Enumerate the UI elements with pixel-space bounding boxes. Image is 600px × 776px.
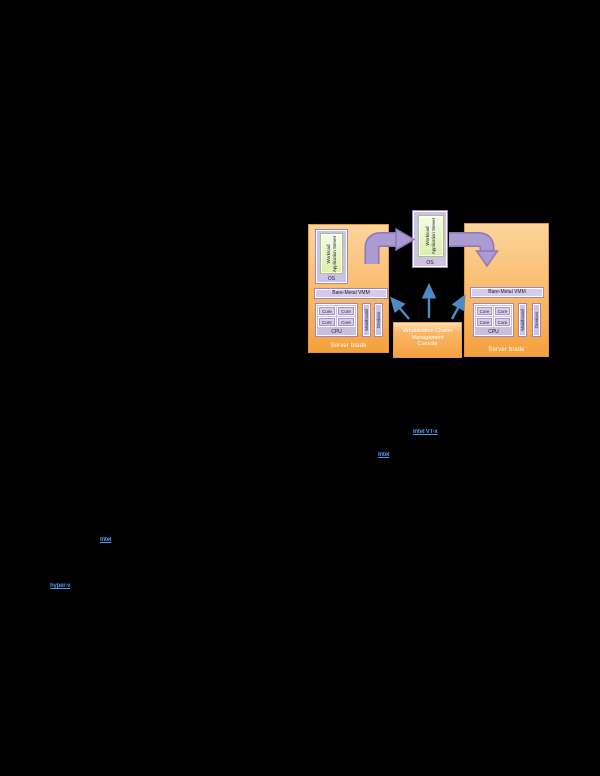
- management-arrow-right: [450, 294, 466, 320]
- migrating-os-label: OS: [426, 260, 434, 266]
- core-box: Core: [494, 317, 511, 327]
- migrating-os-box: Workload Application Server OS: [412, 210, 448, 268]
- console-line-2: Management: [411, 334, 444, 341]
- core-box: Core: [476, 317, 493, 327]
- right-cpu-box: Core Core Core Core CPU: [473, 303, 514, 337]
- core-box: Core: [318, 317, 336, 327]
- right-devices-label: Devices: [533, 311, 539, 329]
- left-os-box: Workload Application Server OS: [315, 229, 348, 284]
- hyperlink-fragment[interactable]: hyper-v: [50, 583, 71, 589]
- left-devices-box: Devices: [374, 303, 383, 337]
- left-core-grid: Core Core Core Core: [318, 306, 355, 327]
- right-server-blade: Bare-Metal VMM Core Core Core Core CPU M…: [464, 223, 549, 357]
- left-devices-label: Devices: [375, 311, 381, 329]
- core-box: Core: [494, 306, 511, 316]
- right-mainboard-box: Mainboard: [518, 303, 527, 337]
- core-box: Core: [337, 306, 355, 316]
- console-line-1: Virtualization Cluster: [402, 328, 453, 334]
- hyperlink-fragment[interactable]: Intel VT-x: [413, 429, 438, 435]
- console-line-3: Console: [417, 341, 438, 348]
- left-blade-label: Server blade: [330, 343, 367, 349]
- migrating-workload-box: Workload Application Server: [418, 215, 444, 257]
- left-vmm-bar: Bare-Metal VMM: [314, 288, 388, 299]
- right-mainboard-label: Mainboard: [519, 309, 525, 331]
- left-cpu-box: Core Core Core Core CPU: [315, 303, 358, 337]
- left-mainboard-label: Mainboard: [363, 309, 369, 331]
- right-cpu-label: CPU: [488, 329, 499, 335]
- left-workload-label: Workload Application Server: [325, 235, 337, 272]
- right-vmm-bar: Bare-Metal VMM: [470, 287, 544, 298]
- core-box: Core: [476, 306, 493, 316]
- core-box: Core: [337, 317, 355, 327]
- left-server-blade: Workload Application Server OS Bare-Meta…: [308, 224, 389, 353]
- right-devices-box: Devices: [532, 303, 541, 337]
- management-console-box: Virtualization Cluster Management Consol…: [393, 322, 462, 358]
- migrating-workload-label: Workload Application Server: [425, 217, 436, 255]
- left-os-label: OS: [327, 276, 336, 282]
- left-cpu-label: CPU: [331, 329, 342, 335]
- management-arrow-left: [389, 296, 410, 320]
- hyperlink-fragment[interactable]: Intel: [378, 452, 390, 458]
- core-box: Core: [318, 306, 336, 316]
- right-blade-label: Server blade: [488, 347, 525, 353]
- hyperlink-fragment[interactable]: Intel: [100, 537, 112, 543]
- right-core-grid: Core Core Core Core: [476, 306, 511, 327]
- left-workload-box: Workload Application Server: [320, 233, 343, 274]
- left-mainboard-box: Mainboard: [362, 303, 371, 337]
